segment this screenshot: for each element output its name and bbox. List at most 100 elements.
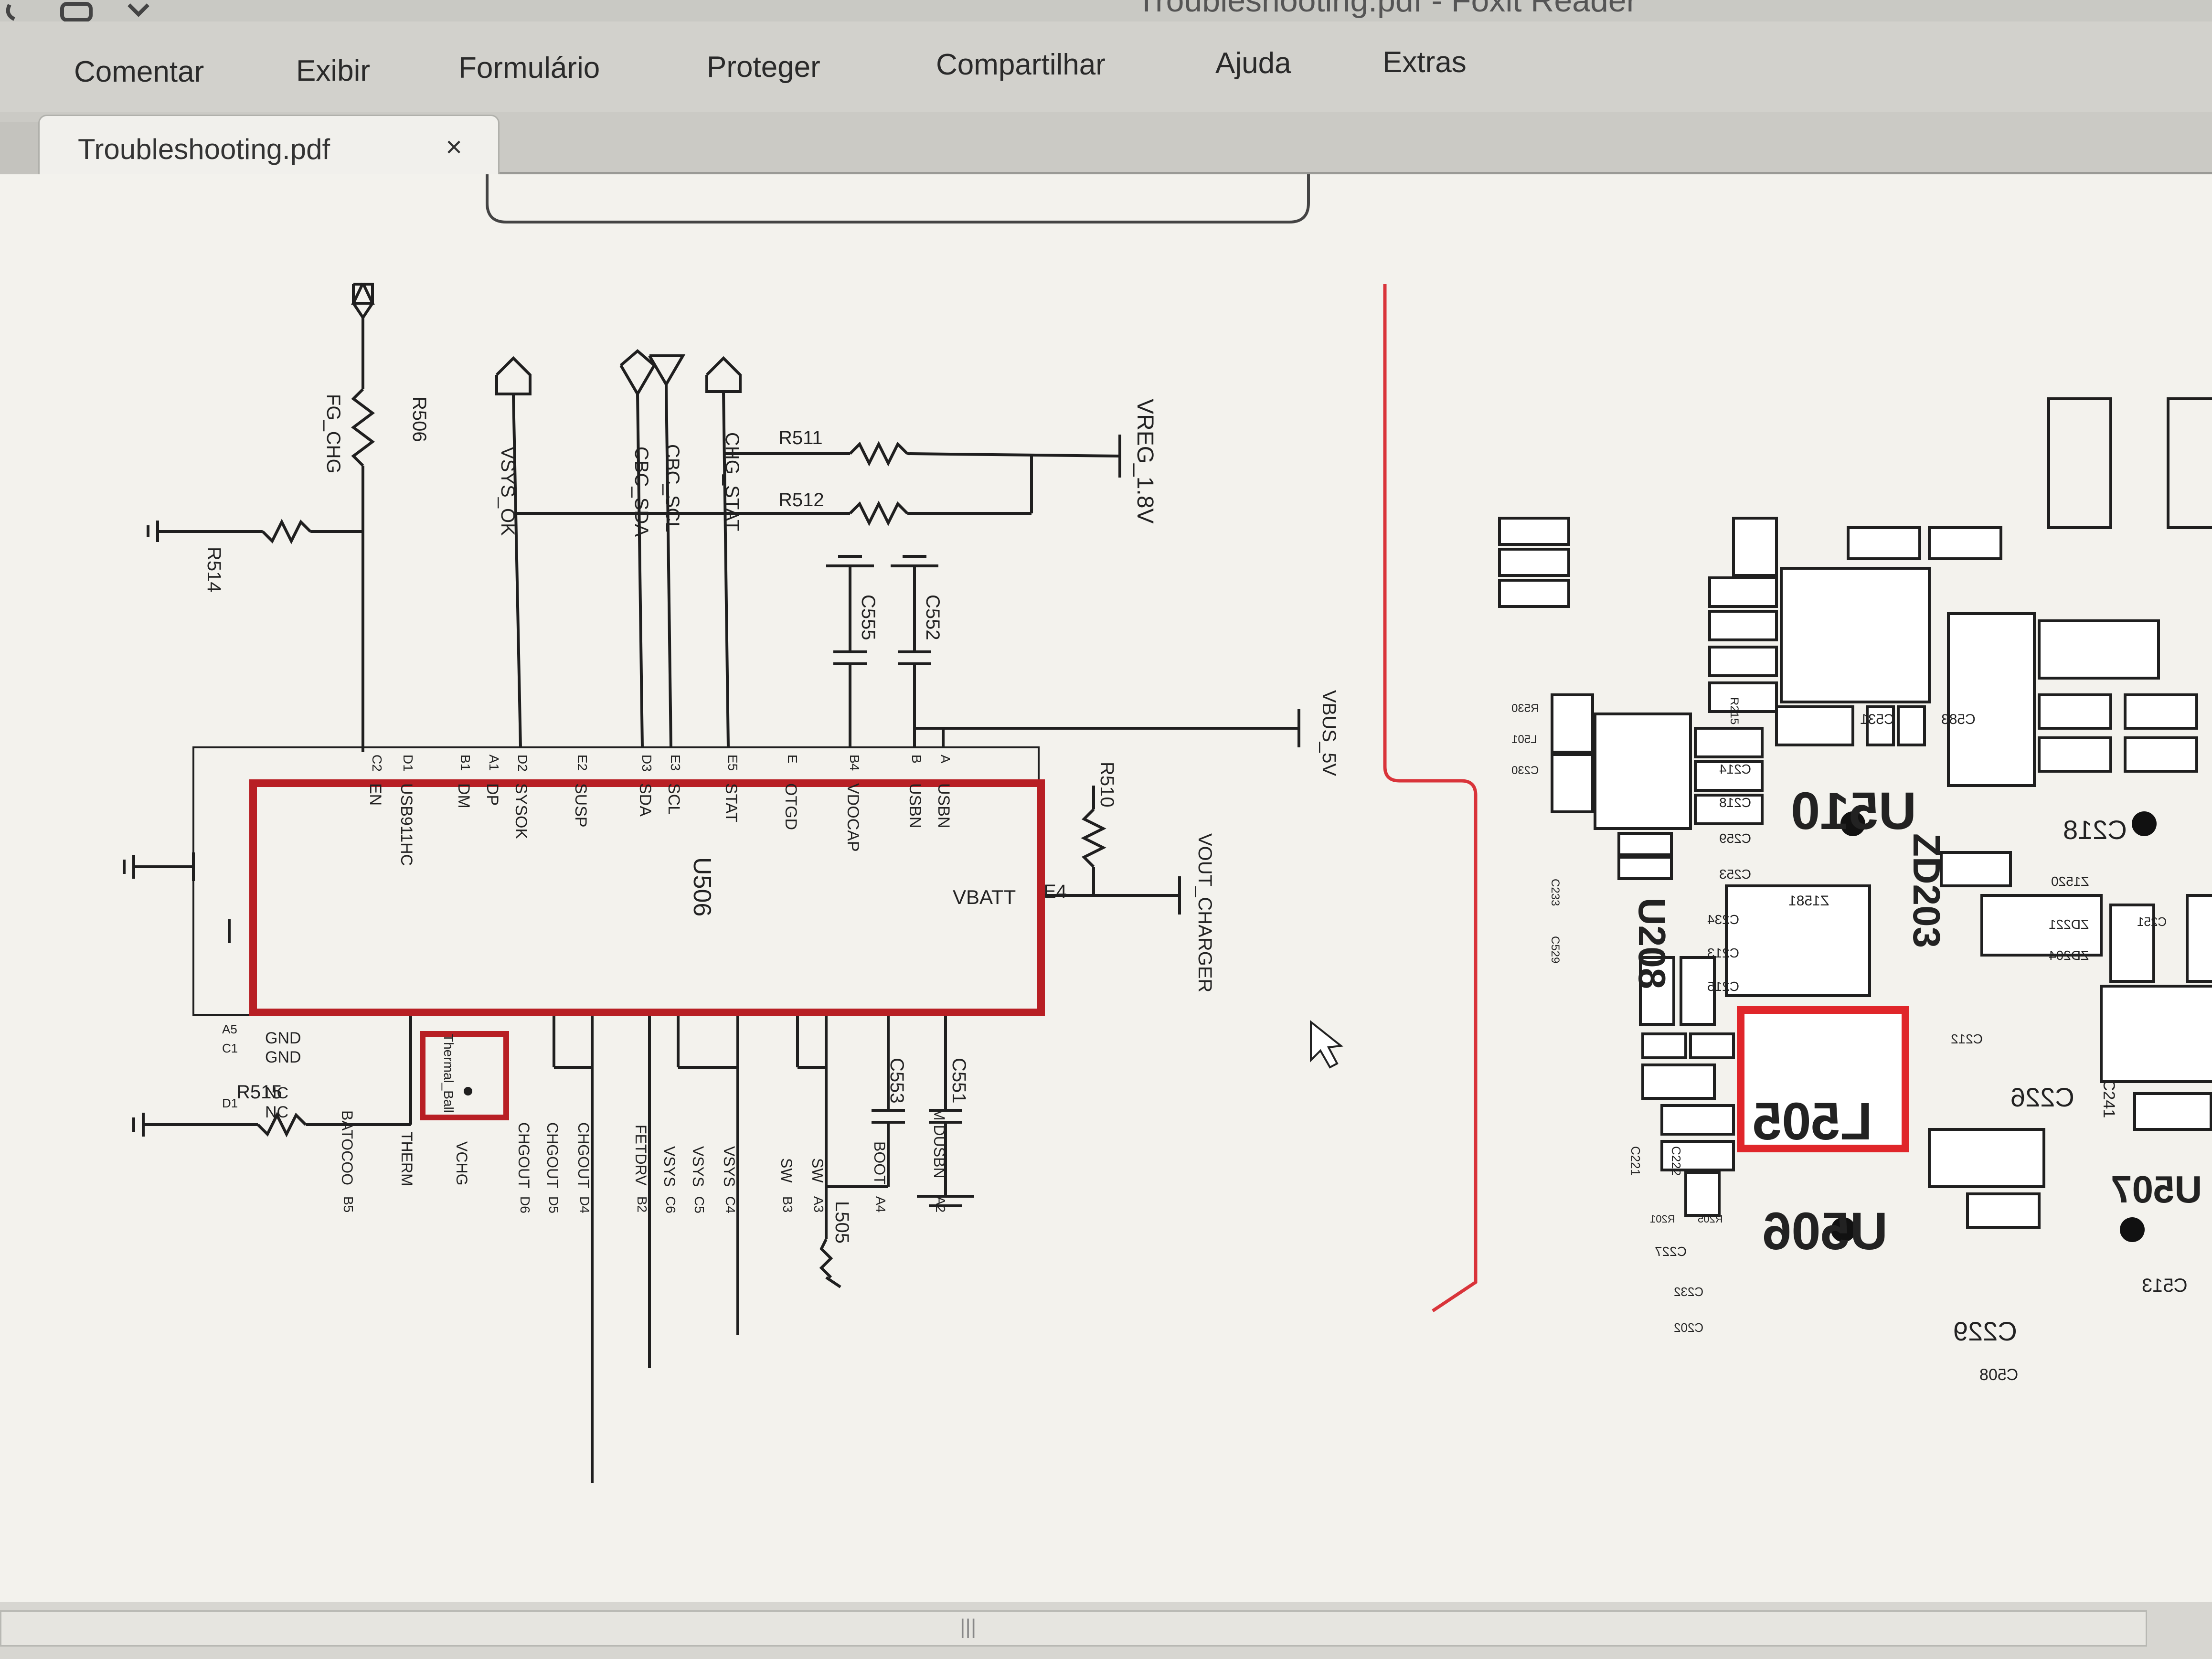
board-zd203: ZD203 (1905, 833, 1948, 948)
pin-batocoo: BATOCOO (339, 1110, 356, 1186)
u506-highlight-box (249, 779, 1045, 1016)
board-c508: C508 (1979, 1366, 2019, 1384)
mounting-holes (1831, 811, 2157, 1242)
tab-scroll-left[interactable] (0, 122, 43, 174)
tab-troubleshooting[interactable]: Troubleshooting.pdf × (38, 115, 500, 176)
board-small-23: C233 (1549, 879, 1562, 906)
menu-ajuda[interactable]: Ajuda (1215, 47, 1291, 80)
mouse-cursor-icon (1310, 1020, 1344, 1069)
chip-name: U506 (688, 857, 716, 917)
board-small-4: C218 (1719, 795, 1751, 810)
u506-board-highlight (1737, 1006, 1909, 1152)
label-r506: R506 (409, 396, 430, 442)
board-small-22: C212 (1951, 1032, 1983, 1046)
label-r514: R514 (203, 547, 224, 593)
label-c552: C552 (922, 595, 943, 640)
pin-id-bottom-9: C4 (723, 1196, 738, 1213)
board-small-0: C531 (1860, 712, 1894, 727)
board-small-2: R215 (1728, 697, 1741, 725)
pin-id-bottom-6: B2 (635, 1196, 649, 1213)
label-l505: L505 (831, 1201, 852, 1244)
pin-id-left-1: C1 (222, 1041, 238, 1055)
pin-id-bottom-0: B5 (341, 1196, 356, 1213)
board-small-20: C232 (1674, 1285, 1704, 1299)
pin-id-top-6: D3 (639, 755, 654, 772)
net-vout-charger: VOUT_CHARGER (1194, 833, 1215, 993)
board-small-27: C230 (1511, 764, 1539, 777)
pin-id-bottom-11: A3 (811, 1196, 826, 1213)
board-small-6: C253 (1719, 867, 1751, 882)
net-vsys-ok: VSYS_OK (497, 447, 518, 536)
net-chg-stat: CHG_STAT (722, 432, 743, 532)
pin-id-top-8: E5 (725, 755, 740, 771)
board-small-24: C529 (1549, 936, 1562, 964)
board-small-16: C222 (1669, 1146, 1683, 1176)
board-small-5: C259 (1719, 831, 1751, 846)
pin-dp: DP (483, 783, 501, 806)
pin-id-bottom-13: A2 (933, 1196, 948, 1213)
document-viewport[interactable]: FG_CHG VSYS_OK CBC_SDA CBC_SCL CHG_STAT … (0, 174, 2212, 1602)
board-small-10: Z1581 (1788, 893, 1829, 909)
thermal-ball-label: Thermal_Ball (441, 1034, 456, 1113)
board-layout (1498, 397, 2212, 1229)
label-r512: R512 (778, 489, 824, 510)
hand-tool-icon[interactable] (60, 2, 93, 21)
board-small-15: C221 (1628, 1146, 1643, 1176)
label-c551: C551 (948, 1058, 969, 1104)
pin-id-top-2: B1 (458, 755, 473, 771)
pin-id-top-10: B4 (847, 755, 862, 771)
floating-toolbar-outline (486, 174, 1310, 223)
board-small-1: C583 (1941, 712, 1976, 727)
board-small-7: C234 (1707, 912, 1739, 927)
pin-vsys-2: VSYS (690, 1146, 707, 1187)
divider-line (1383, 284, 1478, 1312)
menu-exibir[interactable]: Exibir (296, 54, 371, 87)
board-small-21: C202 (1674, 1320, 1704, 1335)
window-title: Troubleshooting.pdf - Foxit Reader (1137, 0, 1638, 19)
menu-extras[interactable]: Extras (1382, 46, 1467, 79)
pin-gnd-1: GND (265, 1029, 301, 1047)
pin-usbn-2: USBN (935, 783, 953, 829)
board-u510: U510 (1791, 782, 1916, 840)
menu-proteger[interactable]: Proteger (707, 51, 820, 84)
label-c553: C553 (886, 1058, 907, 1104)
pin-id-top-4: D2 (515, 755, 530, 772)
board-c218: C218 (2063, 815, 2127, 845)
board-c513: C513 (2142, 1275, 2188, 1296)
pin-midusbn: MIDUSBN (931, 1108, 948, 1179)
pin-id-top-9: E (785, 755, 800, 764)
pin-dm: DM (455, 783, 473, 808)
pin-sda: SDA (636, 783, 654, 817)
pin-id-left-0: A5 (222, 1022, 237, 1036)
board-small-8: C213 (1707, 946, 1739, 960)
menu-comentar[interactable]: Comentar (74, 55, 204, 88)
board-c241: C241 (2100, 1079, 2118, 1118)
pin-stat: STAT (722, 783, 740, 822)
board-u208: U208 (1631, 898, 1673, 989)
pin-boot: BOOT (871, 1141, 888, 1185)
pin-vsys-3: VSYS (721, 1146, 738, 1187)
net-fg-chg: FG_CHG (323, 394, 344, 474)
menu-bar: Comentar Exibir Formulário Proteger Comp… (0, 21, 2212, 112)
scrollbar-grip-icon: ||| (960, 1615, 977, 1638)
pin-sysok: SYSOK (512, 783, 530, 840)
scrollbar-thumb[interactable] (0, 1610, 2147, 1647)
pin-scl: SCL (665, 783, 683, 815)
quick-access-toolbar[interactable] (0, 0, 153, 21)
chevron-down-icon[interactable] (128, 3, 149, 17)
net-cbc-sda: CBC_SDA (631, 447, 652, 537)
board-small-26: L501 (1511, 733, 1537, 746)
pin-sw-2: SW (809, 1158, 826, 1183)
board-c229: C229 (1953, 1316, 2017, 1346)
label-c555: C555 (858, 595, 879, 640)
menu-compartilhar[interactable]: Compartilhar (936, 48, 1106, 81)
pin-id-bottom-10: B3 (780, 1196, 795, 1213)
board-c226: C226 (2010, 1082, 2074, 1112)
pin-id-top-11: B (909, 755, 924, 764)
pin-id-top-3: A1 (487, 755, 501, 771)
close-icon[interactable]: × (446, 131, 463, 163)
title-bar: Troubleshooting.pdf - Foxit Reader (0, 0, 2212, 21)
undo-icon[interactable] (6, 4, 15, 21)
pin-chgout-2: CHGOUT (544, 1122, 561, 1189)
menu-formulario[interactable]: Formulário (458, 52, 600, 85)
